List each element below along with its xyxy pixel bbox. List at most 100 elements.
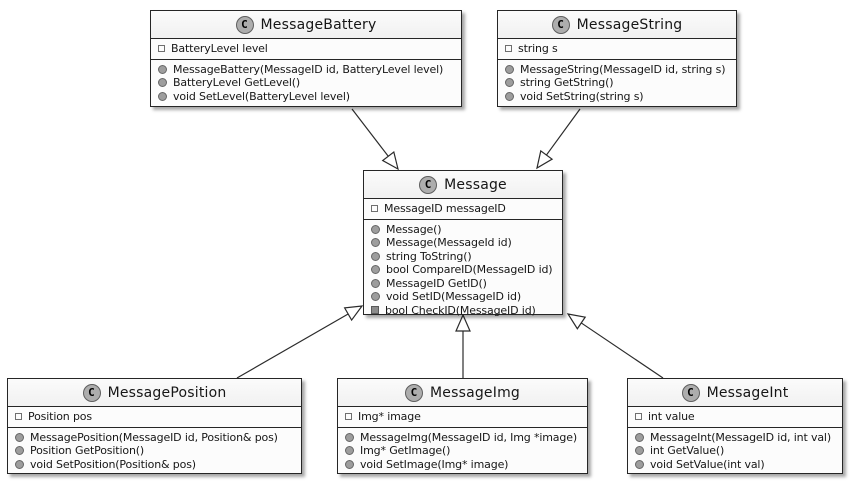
method-row: string ToString() [364, 250, 562, 264]
inheritance-arrow-messagestring-to-message [536, 108, 581, 170]
fields-section: string s [498, 38, 736, 59]
class-name: MessageImg [429, 384, 520, 401]
field-row: int value [628, 410, 842, 424]
method-text: void SetValue(int val) [650, 457, 765, 471]
public-method-icon [15, 459, 24, 469]
method-row: void SetLevel(BatteryLevel level) [151, 90, 461, 104]
method-text: MessageImg(MessageID id, Img *image) [360, 430, 577, 444]
class-name: MessageInt [706, 384, 789, 401]
class-header: C MessageImg [338, 379, 587, 406]
fields-section: Img* image [338, 406, 587, 427]
fields-section: MessageID messageID [364, 198, 562, 219]
field-row: MessageID messageID [364, 202, 562, 216]
method-text: MessagePosition(MessageID id, Position& … [30, 430, 278, 444]
method-row: void SetString(string s) [498, 90, 736, 104]
method-row: void SetValue(int val) [628, 458, 842, 472]
method-text: Message() [386, 222, 442, 236]
method-row: void SetID(MessageID id) [364, 290, 562, 304]
public-method-icon [345, 446, 354, 456]
inheritance-arrow-messageint-to-message [566, 313, 664, 379]
class-name: MessageBattery [260, 16, 377, 33]
public-method-icon [371, 278, 380, 288]
field-icon [505, 45, 512, 53]
public-method-icon [371, 265, 380, 275]
public-method-icon [635, 432, 644, 442]
public-method-icon [15, 446, 24, 456]
method-text: MessageID GetID() [386, 276, 487, 290]
public-method-icon [371, 292, 380, 302]
field-text: Position pos [28, 410, 92, 424]
method-text: Message(MessageId id) [386, 236, 512, 250]
public-method-icon [345, 432, 354, 442]
method-text: Position GetPosition() [30, 444, 145, 458]
method-row: Position GetPosition() [8, 444, 301, 458]
method-row: Message(MessageId id) [364, 236, 562, 250]
field-row: BatteryLevel level [151, 42, 461, 56]
field-text: BatteryLevel level [171, 42, 268, 56]
method-row: Message() [364, 223, 562, 237]
methods-section: MessageBattery(MessageID id, BatteryLeve… [151, 58, 461, 107]
class-stereotype-icon: C [82, 383, 101, 402]
class-stereotype-icon: C [235, 15, 254, 34]
public-method-icon [15, 432, 24, 442]
field-icon [158, 45, 165, 53]
method-text: MessageInt(MessageID id, int val) [650, 430, 831, 444]
method-text: MessageBattery(MessageID id, BatteryLeve… [173, 62, 444, 76]
method-text: bool CompareID(MessageID id) [386, 263, 553, 277]
method-row: MessageInt(MessageID id, int val) [628, 431, 842, 445]
public-method-icon [158, 64, 167, 74]
methods-section: MessageImg(MessageID id, Img *image)Img*… [338, 426, 587, 475]
method-row: bool CompareID(MessageID id) [364, 263, 562, 277]
method-row: void SetImage(Img* image) [338, 458, 587, 472]
class-name: MessageString [576, 16, 683, 33]
method-row: MessageBattery(MessageID id, BatteryLeve… [151, 63, 461, 77]
field-icon [635, 413, 642, 421]
inheritance-arrow-messageposition-to-message [236, 305, 364, 379]
method-row: MessageImg(MessageID id, Img *image) [338, 431, 587, 445]
public-method-icon [505, 78, 514, 88]
method-text: void SetPosition(Position& pos) [30, 457, 196, 471]
public-method-icon [505, 91, 514, 101]
method-row: int GetValue() [628, 444, 842, 458]
field-icon [15, 413, 22, 421]
field-icon [345, 413, 352, 421]
class-header: C MessageBattery [151, 11, 461, 38]
methods-section: Message()Message(MessageId id)string ToS… [364, 218, 562, 321]
method-text: Img* GetImage() [360, 444, 451, 458]
methods-section: MessagePosition(MessageID id, Position& … [8, 426, 301, 475]
public-method-icon [371, 224, 380, 234]
public-method-icon [158, 78, 167, 88]
class-name: MessagePosition [107, 384, 227, 401]
method-row: Img* GetImage() [338, 444, 587, 458]
method-row: MessageID GetID() [364, 277, 562, 291]
public-method-icon [371, 251, 380, 261]
public-method-icon [635, 459, 644, 469]
method-row: MessageString(MessageID id, string s) [498, 63, 736, 77]
public-method-icon [635, 446, 644, 456]
field-row: Position pos [8, 410, 301, 424]
class-stereotype-icon: C [419, 175, 438, 194]
method-text: void SetString(string s) [520, 89, 644, 103]
method-row: bool CheckID(MessageID id) [364, 304, 562, 318]
class-stereotype-icon: C [404, 383, 423, 402]
inheritance-arrow-messageimg-to-message [455, 313, 471, 378]
methods-section: MessageString(MessageID id, string s)str… [498, 58, 736, 107]
method-row: string GetString() [498, 76, 736, 90]
fields-section: Position pos [8, 406, 301, 427]
fields-section: BatteryLevel level [151, 38, 461, 59]
field-text: string s [518, 42, 558, 56]
method-text: void SetLevel(BatteryLevel level) [173, 89, 350, 103]
method-text: string ToString() [386, 249, 472, 263]
method-row: MessagePosition(MessageID id, Position& … [8, 431, 301, 445]
